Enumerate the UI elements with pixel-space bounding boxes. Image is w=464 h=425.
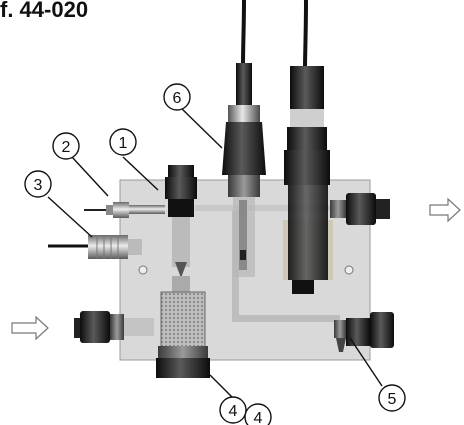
callout-4b: 4 [244,403,272,425]
callout-4a: 4 [219,396,247,424]
callout-5: 5 [378,384,406,412]
callout-6: 6 [163,83,191,111]
fitting-1 [165,165,197,278]
inlet-fitting [74,311,154,343]
figure-title: f. 44-020 [0,0,89,22]
filter-vessel-4 [156,276,210,378]
sensor-2 [84,202,165,218]
svg-text:4: 4 [254,410,263,425]
svg-text:4: 4 [229,403,238,420]
svg-text:2: 2 [62,139,71,156]
svg-text:3: 3 [34,177,43,194]
leader-lines [47,105,383,401]
svg-text:6: 6 [173,90,182,107]
valve-5 [334,312,394,352]
sensor-3 [48,235,142,259]
large-sensor [284,0,330,294]
svg-text:1: 1 [119,135,128,152]
inlet-arrow-icon [11,315,49,341]
callout-3: 3 [24,170,52,198]
outlet-fitting [330,193,390,225]
outlet-arrow-icon [429,197,461,223]
callout-2: 2 [52,132,80,160]
callout-1: 1 [109,128,137,156]
svg-text:5: 5 [388,391,397,408]
electrode-6 [222,0,266,277]
